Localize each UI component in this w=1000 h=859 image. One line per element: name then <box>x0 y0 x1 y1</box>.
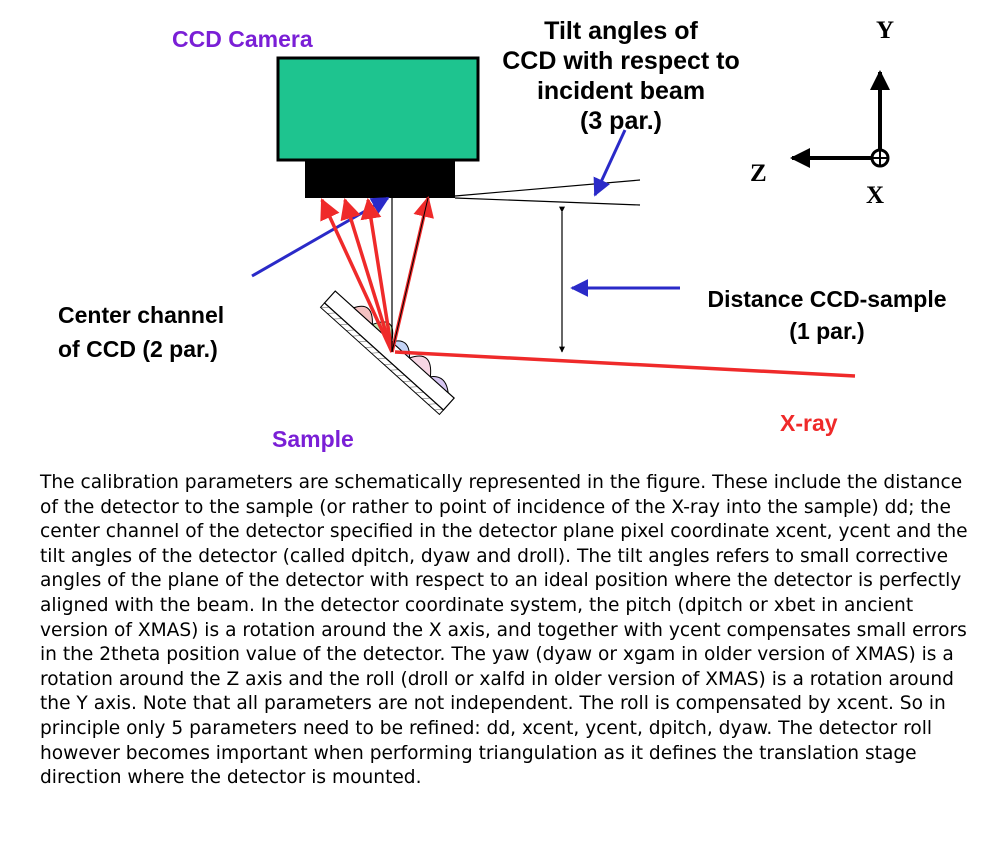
ccd-camera-label: CCD Camera <box>172 26 313 52</box>
calibration-figure: CCD Camera Tilt angles of CCD with respe… <box>58 17 947 452</box>
incidence-normal-line <box>391 197 429 353</box>
ccd-camera-lens <box>305 160 455 198</box>
sample-label: Sample <box>272 426 354 452</box>
detector-plane-line <box>454 179 641 197</box>
diffracted-ray-2 <box>340 197 394 353</box>
distance-label: Distance CCD-sample (1 par.) <box>707 286 947 344</box>
tilt-angles-label: Tilt angles of CCD with respect to incid… <box>502 17 740 135</box>
z-axis-label: Z <box>750 160 767 187</box>
center-pointer-arrow <box>251 196 390 278</box>
tilt-pointer-arrow <box>593 129 627 197</box>
sample-slab <box>319 290 455 416</box>
x-axis-label: X <box>866 182 885 209</box>
center-channel-label: Center channel of CCD (2 par.) <box>58 302 225 362</box>
ideal-plane-line <box>454 197 641 206</box>
xray-label: X-ray <box>780 410 838 436</box>
calibration-diagram <box>251 56 890 416</box>
diffracted-ray-1 <box>320 198 394 353</box>
xray-beam <box>394 350 856 378</box>
ccd-camera-body <box>276 56 480 162</box>
diffracted-ray-3 <box>360 197 394 353</box>
y-axis-label: Y <box>876 17 895 44</box>
figure-caption: The calibration parameters are schematic… <box>40 472 968 789</box>
